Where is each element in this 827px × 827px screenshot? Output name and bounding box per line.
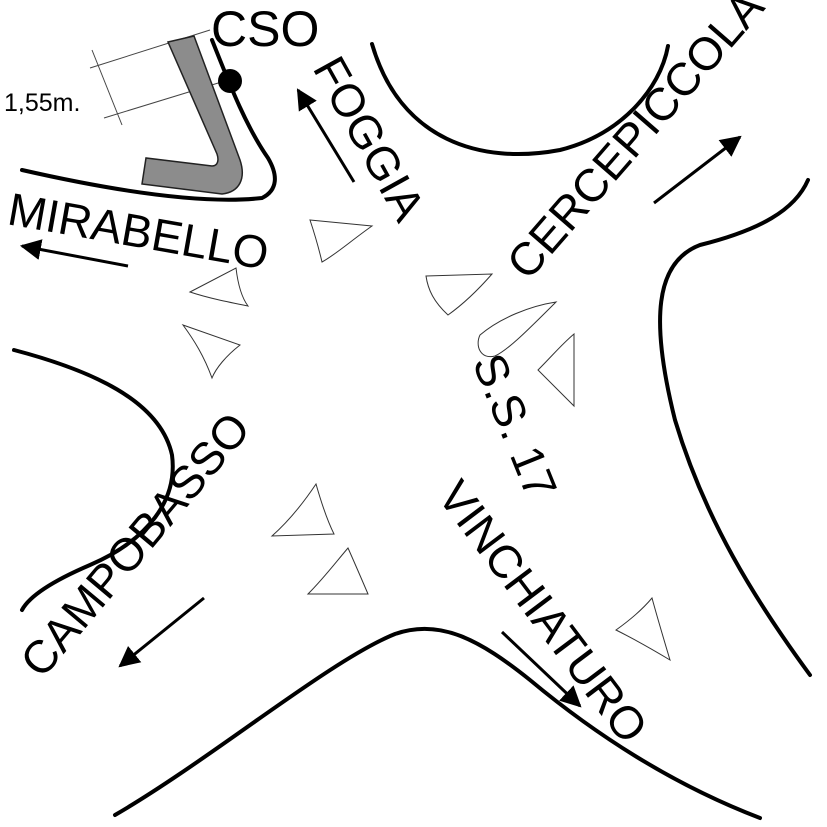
traffic-island [537, 332, 575, 408]
road-edge-west-top [20, 38, 277, 202]
arrow-mirabello [19, 239, 129, 268]
traffic-island [615, 596, 671, 662]
label-cso: CSO [211, 1, 319, 57]
traffic-island [181, 323, 242, 380]
traffic-island [425, 273, 494, 316]
road-edge-east [658, 178, 812, 677]
label-foggia: FOGGIA [303, 48, 435, 230]
traffic-island [270, 482, 335, 537]
arrow-foggia [296, 88, 356, 183]
arrow-vinchiaturo [500, 630, 582, 708]
road-edge-south [113, 626, 762, 820]
traffic-island [309, 219, 374, 263]
road-edge-west [12, 348, 175, 612]
traffic-island [477, 301, 558, 358]
arrow-cercepiccola [653, 135, 742, 205]
location-dot [218, 69, 242, 93]
label-campobasso: CAMPOBASSO [10, 402, 260, 686]
j-shaped-marker [141, 35, 243, 195]
arrow-campobasso [118, 596, 205, 668]
measurement-guide-line [91, 49, 123, 126]
traffic-island [188, 267, 250, 307]
traffic-island [306, 547, 369, 595]
road-edge-north-top [370, 42, 670, 157]
label-mirabello: MIRABELLO [4, 183, 272, 280]
label-vinchiaturo: VINCHIATURO [428, 471, 658, 753]
label-measurement: 1,55m. [4, 89, 80, 117]
